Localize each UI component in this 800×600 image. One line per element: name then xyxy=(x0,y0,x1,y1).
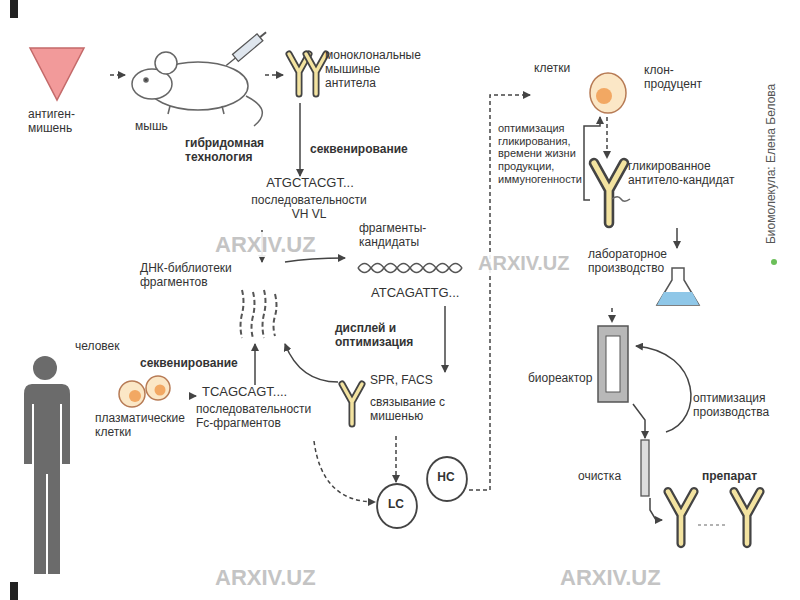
node-group: фрагменты- кандидатыATCAGATTG... xyxy=(345,222,470,306)
node-group: ATGCTACGT... последовательности VH VL xyxy=(250,176,370,230)
edge-label: дисплей и оптимизация xyxy=(335,322,427,350)
node-group: TCAGCAGT.... последовательности Fc-фрагме… xyxy=(196,385,314,441)
node-text: человек xyxy=(75,340,120,354)
node-text: HC xyxy=(425,471,467,485)
flow-arrow xyxy=(299,103,301,176)
watermark: ARXIV.UZ xyxy=(478,252,578,275)
glycosylated-antibody xyxy=(594,163,630,223)
node-group: клетки клон- продуцент xyxy=(530,62,708,117)
node-text: SPR, FACS xyxy=(370,374,458,388)
node-text: фрагменты- кандидаты xyxy=(359,222,449,250)
node-group: плазматические клетки xyxy=(95,372,192,442)
watermark: ARXIV.UZ xyxy=(215,232,335,257)
note-label: гибридомная технология xyxy=(185,137,297,165)
antibody-icon xyxy=(306,54,326,94)
flow-arrow xyxy=(314,441,375,502)
human-figure xyxy=(24,356,70,574)
node-group: антиген- мишень xyxy=(28,42,110,150)
node-group: человек xyxy=(15,340,122,585)
node-text: лабораторное производство xyxy=(588,248,693,276)
node-text: моноклональные мышиные антитела xyxy=(325,49,433,90)
flow-arrow xyxy=(285,258,345,262)
node-text: LC xyxy=(375,498,417,512)
corner-mark xyxy=(10,0,18,18)
node-group: ДНК-библиотеки фрагментов xyxy=(140,262,285,344)
mouse-figure xyxy=(132,52,262,126)
node-group: биореактор xyxy=(528,322,633,404)
corner-mark xyxy=(10,582,18,600)
node-group: препарат xyxy=(662,470,770,555)
flow-arrow xyxy=(444,306,446,372)
flow-arrow xyxy=(192,395,196,397)
flow-arrow xyxy=(584,117,600,200)
flow-arrow xyxy=(650,498,662,520)
node-text: ДНК-библиотеки фрагментов xyxy=(140,262,240,290)
chain-circle: LC xyxy=(375,482,419,530)
flow-arrow xyxy=(265,74,283,76)
node-text: последовательности Fc-фрагментов xyxy=(196,403,312,431)
producer-cell xyxy=(590,73,626,113)
flow-arrow xyxy=(110,74,125,76)
flow-arrow xyxy=(633,404,645,438)
antibody-icon xyxy=(342,384,362,424)
node-text: ATGCTACGT... xyxy=(254,176,366,191)
purification-column xyxy=(641,440,649,496)
node-group: SPR, FACS связывание с мишенью xyxy=(338,372,460,436)
chain-circle: HC xyxy=(425,455,469,503)
note-label: оптимизация производства xyxy=(693,392,771,420)
node-group: моноклональные мышиные антитела xyxy=(283,45,435,103)
edge-label: секвенирование xyxy=(140,357,244,371)
plasma-cells xyxy=(119,376,170,407)
dash-link xyxy=(698,524,726,525)
node-group: гликированное антитело-кандидат xyxy=(590,158,748,228)
node-text: плазматические клетки xyxy=(95,412,190,440)
watermark: ARXIV.UZ xyxy=(560,565,680,590)
credit-dot xyxy=(771,259,777,265)
bioreactor xyxy=(598,326,628,402)
node-text: очистка xyxy=(578,470,636,484)
edge-label: оптимизация гликирования, времени жизни … xyxy=(498,122,580,185)
node-text: биореактор xyxy=(528,372,594,386)
flow-arrow xyxy=(285,344,338,382)
fragment-library xyxy=(241,290,277,338)
node-group: очистка xyxy=(578,438,654,498)
antibody-icon xyxy=(734,492,760,544)
flow-arrow xyxy=(606,117,608,158)
credit-text: Биомолекула: Елена Белова xyxy=(765,49,779,279)
node-text: мышь xyxy=(135,120,195,134)
syringe xyxy=(223,29,269,69)
antibody-icon xyxy=(668,492,694,544)
dna-helix xyxy=(358,264,462,273)
node-group: лабораторное производство xyxy=(588,248,703,308)
node-text: антиген- мишень xyxy=(28,108,100,136)
node-text: клон- продуцент xyxy=(644,64,706,92)
node-text: клетки xyxy=(534,62,584,76)
watermark: ARXIV.UZ xyxy=(215,565,335,590)
node-text: TCAGCAGT.... xyxy=(202,385,312,400)
edge-label: секвенирование xyxy=(310,143,420,157)
antigen-triangle xyxy=(30,48,84,100)
node-text: гликированное антитело-кандидат xyxy=(628,160,746,188)
flow-arrow xyxy=(395,436,397,482)
node-text: связывание с мишенью xyxy=(370,396,458,424)
node-text: препарат xyxy=(702,470,768,484)
flow-arrow xyxy=(676,228,678,248)
flow-arrow xyxy=(611,308,613,322)
node-text: ATCAGATTG... xyxy=(371,286,467,301)
node-group: мышь xyxy=(125,30,265,138)
flow-arrow xyxy=(254,344,256,385)
node-text: последовательности VH VL xyxy=(250,194,368,222)
